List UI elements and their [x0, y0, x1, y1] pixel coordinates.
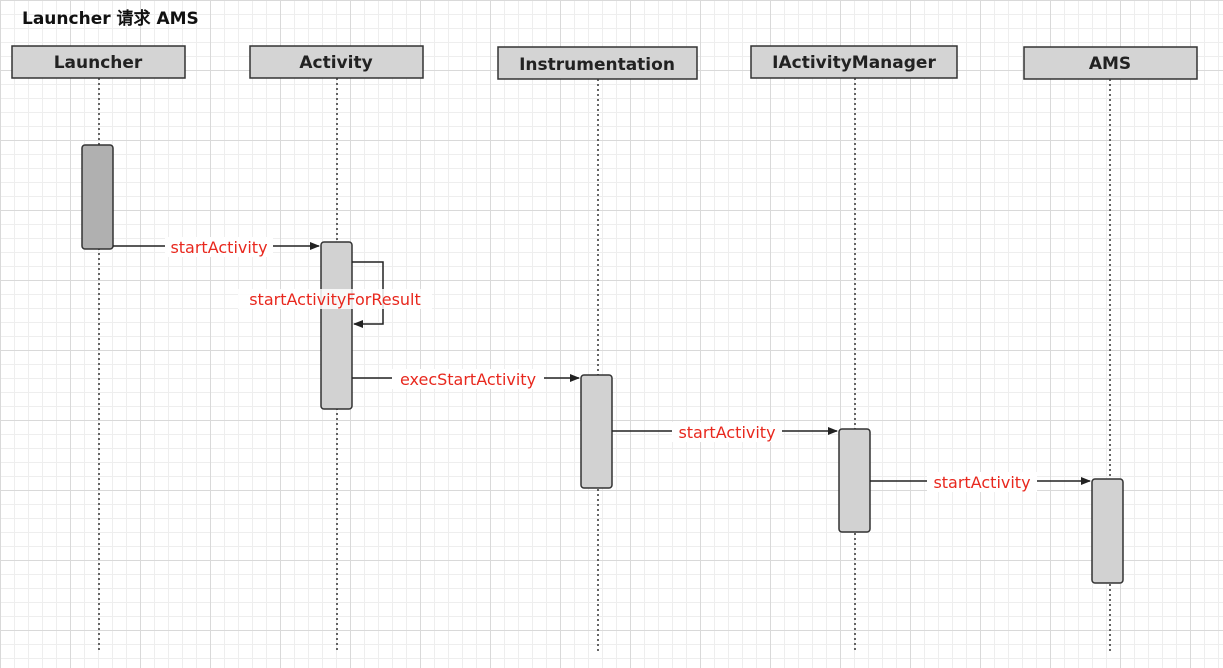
message-activity-to-instrumentation: execStartActivity: [352, 369, 580, 389]
message-label-exec-start-activity: execStartActivity: [400, 370, 536, 389]
participant-instrumentation-label: Instrumentation: [519, 55, 675, 75]
activation-activity: [320, 241, 353, 410]
activation-iactivitymanager: [838, 428, 871, 533]
participant-activity-label: Activity: [299, 53, 372, 73]
message-label-start-activity: startActivity: [170, 238, 267, 257]
message-label-start-activity: startActivity: [933, 473, 1030, 492]
message-label-start-activity: startActivity: [678, 423, 775, 442]
activation-instrumentation: [580, 374, 613, 489]
participant-instrumentation: Instrumentation: [497, 46, 698, 80]
participant-iactivitymanager: IActivityManager: [750, 45, 958, 79]
message-label-start-activity-for-result: startActivityForResult: [249, 290, 421, 309]
message-iactivitymanager-to-ams: startActivity: [870, 472, 1091, 492]
participant-ams: AMS: [1023, 46, 1198, 80]
activation-ams: [1091, 478, 1124, 584]
activation-launcher: [81, 144, 114, 250]
participant-ams-label: AMS: [1089, 54, 1131, 74]
participant-launcher: Launcher: [11, 45, 186, 79]
message-launcher-to-activity: startActivity: [113, 237, 320, 257]
participant-activity: Activity: [249, 45, 424, 79]
message-instrumentation-to-iactivitymanager: startActivity: [612, 422, 838, 442]
diagram-title: Launcher 请求 AMS: [22, 9, 199, 29]
participant-launcher-label: Launcher: [54, 53, 143, 73]
participant-iactivitymanager-label: IActivityManager: [772, 53, 936, 73]
message-activity-self: startActivityForResult: [238, 261, 432, 328]
